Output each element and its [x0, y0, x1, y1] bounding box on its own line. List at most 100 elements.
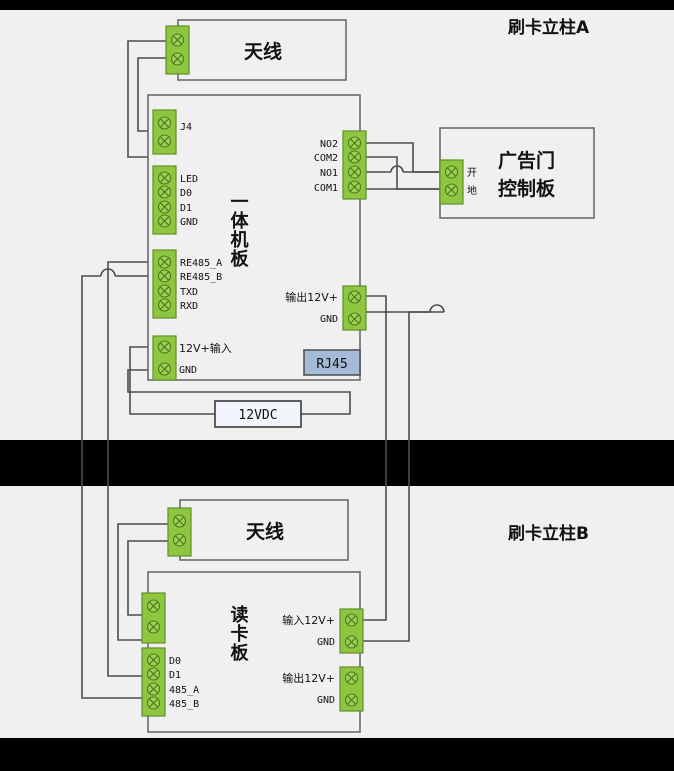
- terminal-label-no2: NO2: [320, 139, 338, 150]
- screw-terminal[interactable]: [157, 214, 172, 228]
- screw-terminal[interactable]: [146, 620, 161, 634]
- antenna-label-a: 天线: [244, 40, 282, 63]
- terminal-label-rxd: RXD: [180, 301, 198, 312]
- terminal-block-data-b[interactable]: [141, 647, 166, 717]
- screw-terminal[interactable]: [344, 613, 359, 627]
- screw-terminal[interactable]: [172, 514, 187, 528]
- terminal-label-gnd-out-a: GND: [320, 314, 338, 325]
- mainboard-label-a: 一体机板: [228, 192, 249, 268]
- wire-psu-to-mainboard-gnd: [127, 369, 351, 415]
- door-control-label-line2: 控制板: [498, 177, 556, 200]
- door-control-board: [439, 127, 595, 219]
- screw-terminal[interactable]: [146, 599, 161, 613]
- wire-12v-out-to-b-in: [342, 295, 387, 621]
- wire-antenna-top-to-j4-bottom: [127, 40, 166, 158]
- reader-board-label-b: 读卡板: [228, 604, 249, 662]
- terminal-label-re485-b: RE485_B: [180, 272, 222, 283]
- screw-terminal[interactable]: [157, 269, 172, 283]
- svg-text:一体机板: 一体机板: [228, 192, 249, 268]
- screw-terminal[interactable]: [347, 312, 362, 326]
- screw-terminal[interactable]: [157, 185, 172, 199]
- wire-psu-to-mainboard-12v-in: [129, 346, 215, 415]
- screw-terminal[interactable]: [444, 165, 459, 179]
- screw-terminal[interactable]: [146, 696, 161, 710]
- screw-terminal[interactable]: [146, 682, 161, 696]
- svg-text:读卡板: 读卡板: [228, 604, 249, 662]
- screw-terminal[interactable]: [344, 671, 359, 685]
- screw-terminal[interactable]: [172, 533, 187, 547]
- wire-12v-gnd-vertical: [342, 311, 444, 642]
- terminal-label-12v-out-b: 输出12V+: [282, 671, 335, 685]
- terminal-block-relay[interactable]: [342, 130, 367, 200]
- screw-terminal[interactable]: [157, 284, 172, 298]
- screw-terminal[interactable]: [170, 52, 185, 66]
- antenna-box-b: [179, 499, 349, 561]
- rj45-connector[interactable]: [303, 349, 361, 376]
- screw-terminal[interactable]: [347, 150, 362, 164]
- wire-rs485-b-vertical: [81, 275, 160, 699]
- screw-terminal[interactable]: [344, 693, 359, 707]
- screw-terminal[interactable]: [157, 116, 172, 130]
- terminal-label-12v-in-a: 12V+输入: [179, 341, 232, 355]
- screw-terminal[interactable]: [347, 136, 362, 150]
- terminal-block-serial[interactable]: [152, 249, 177, 319]
- door-terminal-label-ground: 地: [467, 184, 477, 197]
- power-supply-12vdc: [214, 400, 302, 428]
- wire-rs485-b-hop-arc: [100, 268, 116, 277]
- screw-terminal[interactable]: [344, 635, 359, 649]
- terminal-label-j4: J4: [180, 122, 192, 133]
- antenna-label-b: 天线: [246, 520, 284, 543]
- antenna-box-a: [177, 19, 347, 81]
- antenna-terminal-block-a[interactable]: [165, 25, 190, 75]
- antenna-terminal-block-b[interactable]: [167, 507, 192, 557]
- wire-antenna-b-top-to-block-bottom: [117, 523, 168, 641]
- screw-terminal[interactable]: [157, 200, 172, 214]
- screw-terminal[interactable]: [170, 33, 185, 47]
- wire-rs485-a-trunk: [107, 261, 160, 268]
- rj45-label: RJ45: [316, 357, 347, 372]
- screw-terminal[interactable]: [157, 134, 172, 148]
- terminal-label-no1: NO1: [320, 168, 338, 179]
- terminal-label-gnd-io: GND: [180, 217, 198, 228]
- screw-terminal[interactable]: [347, 290, 362, 304]
- screw-terminal[interactable]: [347, 165, 362, 179]
- door-control-label-line1: 广告门: [498, 149, 555, 172]
- door-control-terminal-block[interactable]: [439, 159, 464, 205]
- screw-terminal[interactable]: [444, 183, 459, 197]
- terminal-block-antenna-b[interactable]: [141, 592, 166, 644]
- screw-terminal[interactable]: [146, 667, 161, 681]
- terminal-label-d0-b: D0: [169, 656, 181, 667]
- terminal-block-j4[interactable]: [152, 109, 177, 155]
- screw-terminal[interactable]: [347, 180, 362, 194]
- power-supply-label: 12VDC: [238, 408, 277, 423]
- terminal-label-re485-a: RE485_A: [180, 258, 222, 269]
- screw-terminal[interactable]: [157, 362, 172, 376]
- terminal-block-power-in-a[interactable]: [152, 335, 177, 381]
- terminal-label-txd: TXD: [180, 287, 198, 298]
- terminal-block-power-out-b[interactable]: [339, 666, 364, 712]
- terminal-block-io[interactable]: [152, 165, 177, 235]
- terminal-label-485b-b: 485_B: [169, 699, 199, 710]
- terminal-label-com2: COM2: [314, 153, 338, 164]
- screw-terminal[interactable]: [157, 298, 172, 312]
- terminal-label-gnd-in-a: GND: [179, 365, 197, 376]
- band-top-edge: [0, 0, 674, 10]
- separator-band-middle: [0, 440, 674, 486]
- terminal-label-d1: D1: [180, 203, 192, 214]
- separator-band-bottom: [0, 738, 674, 771]
- screw-terminal[interactable]: [157, 255, 172, 269]
- terminal-block-power-in-b[interactable]: [339, 608, 364, 654]
- section-a-title: 刷卡立柱A: [508, 17, 590, 38]
- terminal-block-power-out-a[interactable]: [342, 285, 367, 331]
- screw-terminal[interactable]: [157, 340, 172, 354]
- screw-terminal[interactable]: [157, 171, 172, 185]
- section-b-title: 刷卡立柱B: [508, 523, 589, 544]
- door-terminal-label-open: 开: [467, 168, 477, 179]
- mainboard-a: [147, 94, 361, 381]
- terminal-label-485a-b: 485_A: [169, 685, 199, 696]
- terminal-label-12v-out-a: 输出12V+: [285, 290, 338, 304]
- terminal-label-com1: COM1: [314, 183, 338, 194]
- screw-terminal[interactable]: [146, 653, 161, 667]
- wire-antenna-b-bottom-to-block-top: [127, 540, 168, 616]
